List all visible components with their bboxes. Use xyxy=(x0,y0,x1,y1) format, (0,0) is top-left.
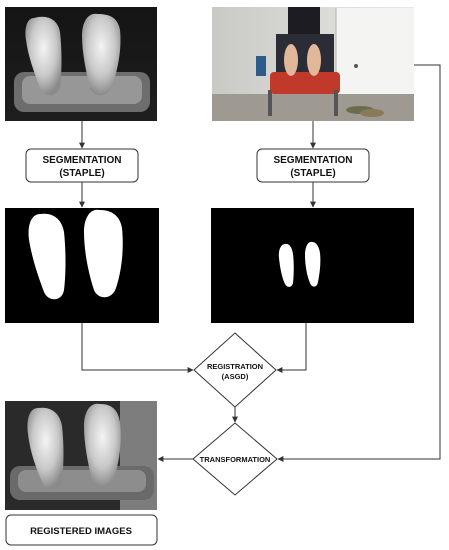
arrow-mask-right-to-registration xyxy=(276,323,307,373)
segmentation-left-line1: SEGMENTATION xyxy=(42,155,121,166)
transformation-diamond: TRANSFORMATION xyxy=(192,422,278,496)
registered-images-box: REGISTERED IMAGES xyxy=(5,514,158,546)
segmentation-right-line1: SEGMENTATION xyxy=(273,155,352,166)
segmentation-right-box: SEGMENTATION (STAPLE) xyxy=(256,148,370,183)
visible-mask-image xyxy=(211,208,414,323)
connectors xyxy=(79,64,441,462)
thermal-input-image xyxy=(5,7,157,121)
registration-line2: (ASGD) xyxy=(222,372,249,381)
segmentation-left-line2: (STAPLE) xyxy=(59,168,104,179)
registered-output-image xyxy=(5,401,157,510)
registration-line1: REGISTRATION xyxy=(207,362,263,371)
segmentation-right-line2: (STAPLE) xyxy=(290,168,335,179)
arrow-mask-left-to-registration xyxy=(81,323,194,373)
arrow-visible-to-transformation xyxy=(277,64,441,462)
registered-images-label: REGISTERED IMAGES xyxy=(30,526,132,537)
segmentation-left-box: SEGMENTATION (STAPLE) xyxy=(25,148,139,183)
registration-diamond: REGISTRATION (ASGD) xyxy=(193,332,277,408)
visible-input-image xyxy=(212,7,414,121)
thermal-mask-image xyxy=(5,208,159,323)
transformation-label: TRANSFORMATION xyxy=(200,455,271,464)
